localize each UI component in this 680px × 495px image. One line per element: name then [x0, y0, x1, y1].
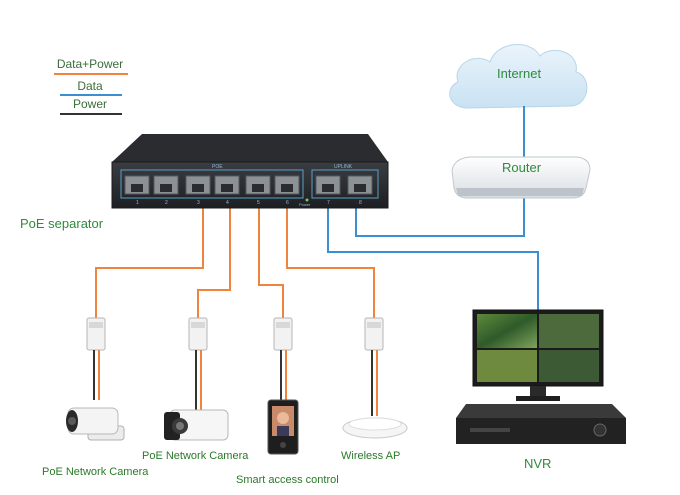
- access-control-icon: [267, 399, 299, 455]
- poe-camera-2-label: PoE Network Camera: [142, 450, 249, 462]
- nvr-monitor-icon: [472, 309, 604, 401]
- bullet-camera-icon: [66, 407, 125, 441]
- legend-power-label: Power: [72, 97, 107, 111]
- port-label: 2: [165, 200, 168, 206]
- poe-separator-label: PoE separator: [20, 216, 104, 231]
- poe-header-label: POE: [212, 164, 223, 170]
- internet-cloud-icon: [449, 44, 588, 109]
- poe-camera-1-label: PoE Network Camera: [42, 466, 149, 478]
- nvr-label: NVR: [524, 456, 552, 471]
- port-label: 6: [286, 200, 289, 206]
- uplink-header-label: UPLINK: [334, 164, 353, 170]
- router-icon: [451, 156, 591, 199]
- port-label: 1: [136, 200, 139, 206]
- wireless-ap-icon: [342, 417, 408, 439]
- bullet-camera-icon: [164, 409, 229, 441]
- wireless-ap-label: Wireless AP: [341, 450, 401, 462]
- legend-data-label: Data: [77, 79, 103, 93]
- router-label: Router: [502, 160, 542, 175]
- internet-label: Internet: [497, 66, 542, 81]
- port-label: 5: [257, 200, 260, 206]
- legend-data-power-label: Data+Power: [56, 57, 124, 71]
- port-label: 4: [226, 200, 229, 206]
- nvr-recorder-icon: [456, 404, 626, 444]
- access-control-label: Smart access control: [236, 474, 339, 486]
- switch-power-label: Power: [299, 202, 311, 207]
- port-label: 8: [359, 200, 362, 206]
- poe-switch-icon: [111, 134, 389, 209]
- port-label: 3: [197, 200, 200, 206]
- port-label: 7: [327, 200, 330, 206]
- poe-separator-icon: [86, 317, 384, 351]
